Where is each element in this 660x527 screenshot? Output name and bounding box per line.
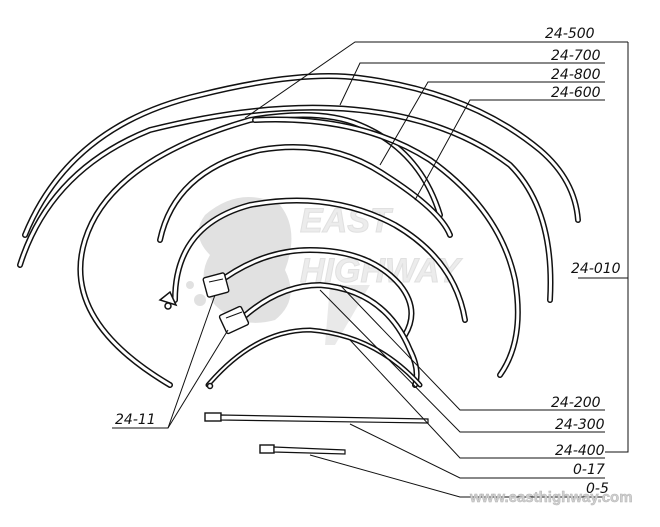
harness-24-300 — [212, 246, 415, 338]
label-24-600: 24-600 — [551, 85, 601, 101]
label-24-11: 24-11 — [115, 412, 156, 428]
harness-24-700 — [17, 104, 554, 303]
harness-24-200 — [172, 197, 468, 323]
harness-24-500 — [22, 73, 581, 238]
harness-24-400 — [232, 281, 420, 388]
harness-lower-arc — [205, 327, 423, 388]
label-24-300: 24-300 — [555, 417, 605, 433]
connector-24-11-lower — [218, 305, 250, 335]
cable-tie-0-5 — [259, 444, 346, 455]
label-24-200: 24-200 — [551, 395, 601, 411]
cable-tie-0-17 — [204, 412, 429, 424]
part-labels: 24-500 24-700 24-800 24-600 24-010 24-20… — [115, 26, 621, 497]
harness-24-600 — [157, 144, 453, 243]
label-24-400: 24-400 — [555, 443, 605, 459]
label-0-5: 0-5 — [586, 481, 609, 497]
label-24-700: 24-700 — [551, 48, 601, 64]
leader-lines — [112, 41, 629, 498]
terminal-ends — [158, 290, 214, 390]
label-24-010: 24-010 — [571, 261, 621, 277]
label-0-17: 0-17 — [573, 462, 605, 478]
harness-group — [17, 73, 581, 388]
watermark-url: www.easthighway.com — [469, 489, 633, 506]
harness-24-010 — [252, 116, 521, 378]
connector-24-11-upper — [202, 272, 230, 298]
label-24-800: 24-800 — [551, 67, 601, 83]
label-24-500: 24-500 — [545, 26, 595, 42]
